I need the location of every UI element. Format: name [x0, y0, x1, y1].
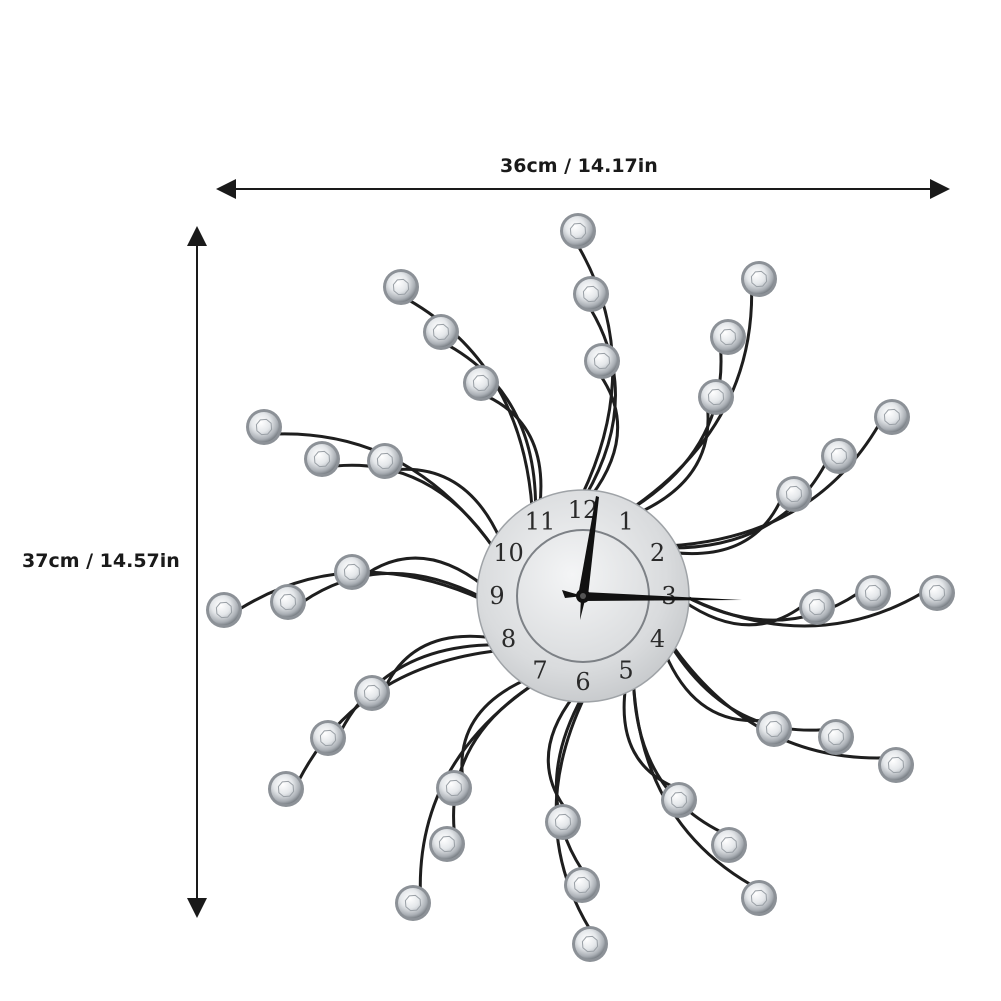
clock-numeral: 10	[493, 539, 524, 567]
crystal-bead	[741, 880, 777, 916]
crystal-beads	[206, 213, 955, 962]
wire-spoke	[668, 643, 825, 732]
crystal-bead	[711, 827, 747, 863]
crystal-bead	[572, 926, 608, 962]
wire-spoke	[446, 343, 538, 510]
crystal-bead	[919, 575, 955, 611]
pivot-cap	[580, 593, 586, 599]
minute-hand	[583, 592, 742, 601]
clock-numeral: 9	[489, 582, 504, 610]
wire-spoke	[584, 307, 617, 498]
wire-spoke	[663, 651, 764, 723]
crystal-bead	[206, 592, 242, 628]
wire-spoke	[681, 599, 804, 627]
clock-numeral: 8	[501, 625, 516, 653]
crystal-bead	[564, 867, 600, 903]
wire-spoke	[460, 677, 529, 777]
wire-spoke	[384, 634, 494, 689]
crystal-bead	[821, 438, 857, 474]
crystal-bead	[799, 589, 835, 625]
crystal-bead	[334, 554, 370, 590]
wire-spoke	[301, 571, 485, 604]
crystal-bead	[367, 443, 403, 479]
wire-spoke	[632, 680, 723, 834]
crystal-bead	[560, 213, 596, 249]
clock-numeral: 6	[575, 668, 590, 696]
height-dimension-label: 37cm / 14.57in	[22, 550, 180, 572]
wire-spoke	[339, 643, 498, 733]
clock-numeral: 2	[650, 539, 665, 567]
crystal-bead	[874, 399, 910, 435]
crystal-bead	[776, 476, 812, 512]
clock-numeral: 7	[532, 657, 547, 685]
crystal-bead	[878, 747, 914, 783]
crystal-bead	[354, 675, 390, 711]
crystal-bead	[246, 409, 282, 445]
clock-numeral: 11	[525, 508, 556, 536]
wire-spoke	[452, 682, 537, 833]
clock-numeral: 4	[650, 625, 665, 653]
crystal-bead	[383, 269, 419, 305]
crystal-bead	[818, 719, 854, 755]
wire-spoke	[622, 685, 675, 788]
crystal-bead	[395, 885, 431, 921]
wire-spoke	[333, 463, 496, 551]
clock-numeral: 1	[618, 508, 633, 536]
wire-spoke	[630, 348, 723, 511]
clock-numeral: 5	[618, 657, 633, 685]
wire-spoke	[546, 694, 576, 809]
crystal-bead	[855, 575, 891, 611]
wire-spoke	[395, 467, 502, 542]
crystal-bead	[429, 826, 465, 862]
crystal-bead	[310, 720, 346, 756]
clock-numeral: 3	[661, 582, 676, 610]
wire-spoke	[486, 395, 543, 508]
wire-spoke	[637, 408, 710, 515]
wire-spoke	[589, 374, 620, 498]
crystal-bead	[304, 441, 340, 477]
width-dimension-label: 36cm / 14.17in	[500, 155, 658, 177]
crystal-bead	[463, 365, 499, 401]
wire-spoke	[554, 694, 585, 872]
crystal-bead	[270, 584, 306, 620]
crystal-bead	[741, 261, 777, 297]
crystal-bead	[545, 804, 581, 840]
wire-spoke	[365, 556, 485, 588]
crystal-bead	[584, 343, 620, 379]
crystal-bead	[268, 771, 304, 807]
crystal-bead	[661, 782, 697, 818]
crystal-bead	[756, 711, 792, 747]
crystal-bead	[710, 319, 746, 355]
wire-spoke	[671, 499, 782, 555]
crystal-bead	[698, 379, 734, 415]
crystal-bead	[436, 770, 472, 806]
crystal-bead	[423, 314, 459, 350]
crystal-bead	[573, 276, 609, 312]
hour-hand	[578, 496, 599, 596]
